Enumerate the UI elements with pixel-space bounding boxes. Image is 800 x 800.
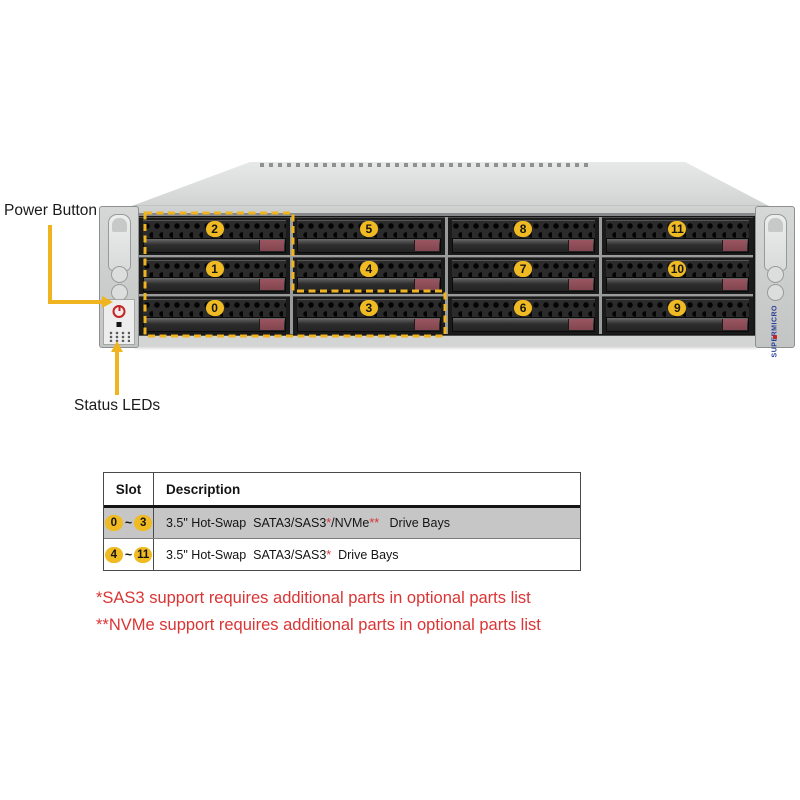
- drive-latch: [567, 319, 593, 330]
- brand-text: SUPERMICRO: [771, 305, 779, 358]
- usb-port-icon: [767, 266, 784, 283]
- power-button: [112, 305, 126, 318]
- drive-latch: [259, 239, 285, 251]
- description-text: 3.5" Hot-Swap SATA3/SAS3*/NVMe** Drive B…: [166, 516, 450, 530]
- drive-handle: [143, 277, 287, 293]
- drive-bay: 6: [447, 296, 599, 334]
- bay-number-badge: 0: [205, 300, 224, 317]
- table-header-row: Slot Description: [104, 473, 580, 508]
- drive-handle: [605, 237, 749, 253]
- slot-badge: 11: [134, 546, 153, 563]
- handle-notch: [112, 218, 127, 232]
- slot-range: 4~11: [104, 539, 154, 570]
- drive-handle: [143, 237, 287, 253]
- server-top-cover: [105, 162, 788, 216]
- slot-range: 0~3: [104, 508, 154, 538]
- drive-latch: [722, 279, 747, 291]
- drive-handle: [451, 237, 595, 253]
- bay-number-badge: 5: [359, 221, 378, 237]
- handle-notch: [768, 218, 783, 232]
- usb-port-icon: [767, 284, 784, 301]
- slot-badge: 3: [134, 515, 153, 531]
- drive-bay: 4: [293, 256, 445, 295]
- bay-number-badge: 6: [514, 300, 533, 317]
- footnote: **NVMe support requires additional parts…: [96, 616, 541, 634]
- drive-latch: [413, 319, 439, 330]
- drive-handle: [297, 317, 441, 332]
- drive-bay: 8: [447, 217, 599, 255]
- rack-handle-icon: [764, 214, 787, 271]
- drive-bay: 3: [293, 296, 445, 334]
- reset-button: [116, 322, 122, 327]
- status-leds-label: Status LEDs: [74, 397, 161, 414]
- drive-bay: 1: [139, 256, 291, 295]
- bay-number-badge: 2: [205, 221, 224, 237]
- drive-handle: [143, 317, 287, 332]
- drive-bay: 0: [139, 296, 291, 334]
- drive-latch: [413, 279, 439, 291]
- drive-bay: 2: [139, 217, 291, 255]
- footnotes: *SAS3 support requires additional parts …: [96, 585, 541, 639]
- drive-handle: [605, 317, 749, 332]
- footnote: *SAS3 support requires additional parts …: [96, 589, 531, 607]
- drive-latch: [413, 239, 439, 251]
- control-panel: [103, 299, 135, 345]
- left-rack-ear: [99, 206, 139, 348]
- slot-tilde: ~: [124, 547, 133, 562]
- drive-bay: 9: [601, 296, 753, 334]
- table-row: 0~3 3.5" Hot-Swap SATA3/SAS3*/NVMe** Driv…: [104, 508, 580, 539]
- chassis-front-lip: [106, 213, 788, 216]
- cover-seam: [120, 205, 770, 206]
- drive-bay: 5: [293, 217, 445, 255]
- power-button-arrow: [48, 225, 102, 304]
- power-button-label: Power Button: [4, 202, 98, 219]
- brand-logo-dot: [773, 335, 777, 339]
- usb-port-icon: [111, 266, 128, 283]
- drive-latch: [722, 239, 747, 251]
- drive-handle: [605, 277, 749, 293]
- drive-latch: [722, 319, 747, 330]
- drive-handle: [451, 317, 595, 332]
- bay-number-badge: 1: [205, 260, 224, 277]
- table-row: 4~11 3.5" Hot-Swap SATA3/SAS3* Drive Bays: [104, 539, 580, 570]
- drive-bay: 10: [601, 256, 753, 295]
- right-rack-ear: SUPERMICRO: [755, 206, 795, 357]
- slot-badge: 4: [104, 546, 123, 563]
- bay-number-badge: 8: [514, 221, 533, 237]
- slot-badge: 0: [104, 515, 123, 531]
- bay-number-badge: 10: [668, 260, 687, 277]
- drive-latch: [567, 279, 593, 291]
- drive-handle: [451, 277, 595, 293]
- drive-handle: [297, 237, 441, 253]
- drive-latch: [259, 279, 285, 291]
- bay-number-badge: 9: [668, 300, 687, 317]
- drive-handle: [297, 277, 441, 293]
- description-text: 3.5" Hot-Swap SATA3/SAS3* Drive Bays: [166, 547, 399, 562]
- table-header-slot: Slot: [104, 473, 154, 505]
- bay-number-badge: 7: [514, 260, 533, 277]
- bay-number-badge: 4: [359, 260, 378, 277]
- rack-handle-icon: [108, 214, 131, 271]
- drive-bay: 7: [447, 256, 599, 295]
- rear-vents: [260, 163, 590, 167]
- bay-number-badge: 11: [668, 221, 687, 237]
- drive-latch: [567, 239, 593, 251]
- slot-tilde: ~: [124, 516, 133, 530]
- table-header-description: Description: [166, 481, 241, 497]
- bay-number-badge: 3: [359, 300, 378, 317]
- drive-bay: 11: [601, 217, 753, 255]
- chassis-bottom-edge: [135, 335, 757, 346]
- drive-latch: [259, 319, 285, 330]
- status-led-panel: [108, 331, 130, 342]
